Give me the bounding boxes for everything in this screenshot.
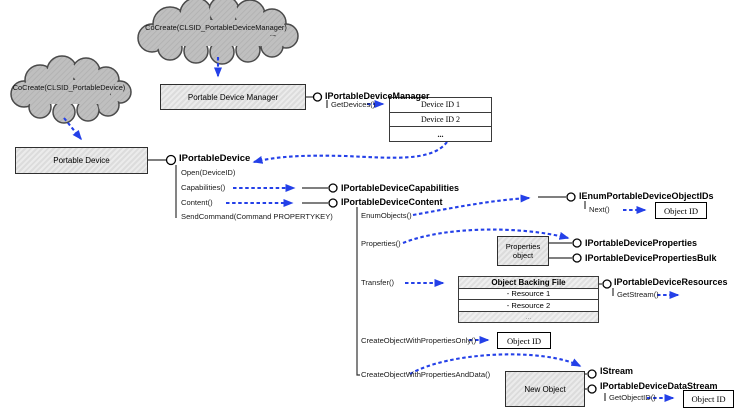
method-properties: Properties() bbox=[361, 239, 401, 248]
object-id-box-create: Object ID bbox=[497, 332, 551, 349]
lollipop-properties bbox=[572, 238, 582, 248]
iface-datastream-label: IPortableDeviceDataStream bbox=[600, 381, 718, 391]
arrow-properties bbox=[402, 228, 570, 244]
lollipop-istream bbox=[587, 369, 597, 379]
method-capabilities: Capabilities() bbox=[181, 183, 226, 192]
iface-resources-label: IPortableDeviceResources bbox=[614, 277, 728, 287]
iface-properties-bulk-label: IPortableDevicePropertiesBulk bbox=[585, 253, 717, 263]
lollipop-capabilities bbox=[328, 183, 338, 193]
iface-content-label: IPortableDeviceContent bbox=[341, 197, 443, 207]
resource-row-more: ... bbox=[459, 310, 598, 322]
properties-object-line1: Properties bbox=[505, 241, 541, 251]
interface-stems bbox=[148, 96, 614, 401]
object-id-box-enum: Object ID bbox=[655, 202, 707, 219]
resource-row: - Resource 1 bbox=[459, 287, 598, 300]
object-id-box-getobjectid: Object ID bbox=[683, 390, 734, 408]
properties-object-box: Properties object bbox=[497, 236, 549, 266]
method-getobjectid: GetObjectID() bbox=[609, 393, 656, 402]
lollipop-datastream bbox=[587, 384, 597, 394]
portable-device-manager-box: Portable Device Manager bbox=[160, 84, 306, 110]
method-getdevices: GetDevices() bbox=[331, 100, 376, 109]
device-id-table: Device ID 1 Device ID 2 ... bbox=[389, 97, 492, 142]
object-backing-file-table: Object Backing File - Resource 1 - Resou… bbox=[458, 276, 599, 323]
iface-device-label: IPortableDevice bbox=[179, 153, 251, 164]
lollipop-enum bbox=[566, 192, 576, 202]
lollipop-circles bbox=[165, 92, 612, 394]
backing-file-header: Object Backing File bbox=[459, 277, 598, 288]
portable-device-box: Portable Device bbox=[15, 147, 148, 174]
lollipop-resources bbox=[602, 279, 612, 289]
arrow-deviceid-to-open bbox=[252, 141, 448, 164]
device-id-row-more: ... bbox=[390, 126, 491, 141]
arrow-enumobjects bbox=[412, 194, 531, 217]
new-object-box: New Object bbox=[505, 371, 585, 407]
method-next: Next() bbox=[589, 205, 610, 214]
lollipop-manager bbox=[312, 92, 323, 102]
method-createobject-props-data: CreateObjectWithPropertiesAndData() bbox=[361, 370, 491, 379]
cocreate-manager-label: CoCreate(CLSID_PortableDeviceManager) bbox=[145, 23, 287, 32]
method-createobject-props-only: CreateObjectWithPropertiesOnly() bbox=[361, 336, 477, 345]
properties-object-line2: object bbox=[512, 251, 534, 260]
lollipop-content bbox=[328, 198, 338, 208]
lollipop-device bbox=[165, 154, 177, 166]
iface-enum-label: IEnumPortableDeviceObjectIDs bbox=[579, 191, 714, 201]
cocreate-device-cloud bbox=[10, 55, 132, 124]
iface-istream-label: IStream bbox=[600, 366, 634, 376]
iface-manager-label: IPortableDeviceManager bbox=[325, 91, 430, 101]
method-getstream: GetStream() bbox=[617, 290, 659, 299]
method-content: Content() bbox=[181, 198, 213, 207]
arrow-cocreate-device bbox=[63, 117, 82, 141]
method-transfer: Transfer() bbox=[361, 278, 395, 287]
resource-row: - Resource 2 bbox=[459, 299, 598, 311]
vline-content-methods bbox=[356, 207, 360, 376]
method-sendcommand: SendCommand(Command PROPERTYKEY) bbox=[181, 212, 333, 221]
lollipop-properties-bulk bbox=[572, 253, 582, 263]
cocreate-manager-cloud bbox=[137, 0, 299, 65]
device-id-row: Device ID 2 bbox=[390, 111, 491, 127]
cocreate-device-label: CoCreate(CLSID_PortableDevice) bbox=[12, 83, 126, 92]
call-arrows bbox=[63, 57, 680, 402]
method-enumobjects: EnumObjects() bbox=[361, 211, 412, 220]
device-id-row: Device ID 1 bbox=[420, 100, 461, 110]
method-open: Open(DeviceID) bbox=[181, 168, 236, 177]
iface-properties-label: IPortableDeviceProperties bbox=[585, 238, 698, 248]
iface-capabilities-label: IPortableDeviceCapabilities bbox=[341, 183, 460, 193]
